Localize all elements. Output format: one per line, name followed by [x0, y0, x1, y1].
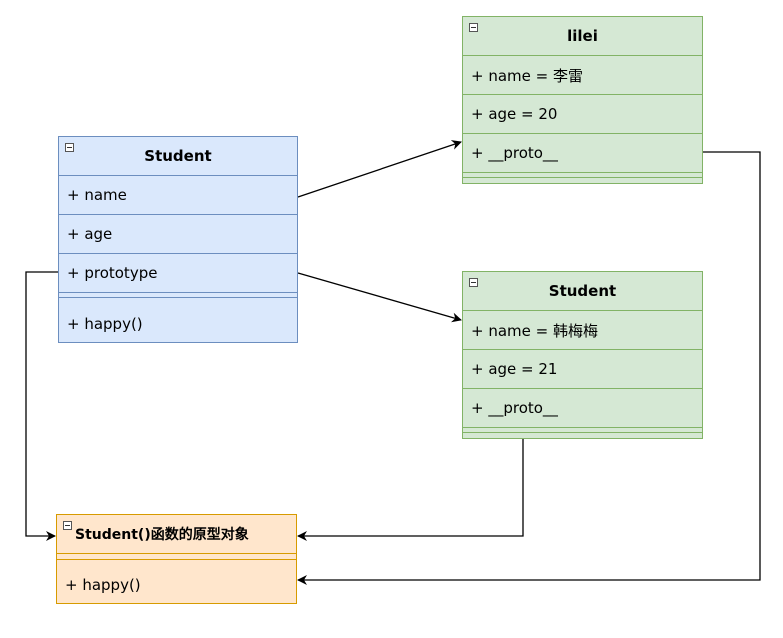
class-lilei[interactable]: lilei + name = 李雷 + age = 20 + __proto__	[462, 16, 703, 184]
divider	[463, 432, 702, 433]
edge-student-to-lilei	[297, 140, 462, 198]
attr-name: + name = 李雷	[463, 56, 702, 95]
collapse-icon[interactable]	[63, 521, 72, 530]
class-student[interactable]: Student + name + age + prototype + happy…	[58, 136, 298, 343]
attr-age: + age = 20	[463, 95, 702, 134]
divider	[59, 297, 297, 298]
class-student-instance-title: Student	[548, 282, 617, 300]
collapse-icon[interactable]	[469, 278, 478, 287]
class-student-header: Student	[59, 137, 297, 176]
edge-student-to-student2	[297, 272, 462, 323]
class-student-title: Student	[144, 147, 212, 165]
edge-prototype-to-proto	[25, 271, 58, 541]
class-lilei-title: lilei	[567, 27, 598, 45]
method-happy: + happy()	[65, 576, 141, 594]
class-student-instance[interactable]: Student + name = 韩梅梅 + age = 21 + __prot…	[462, 271, 703, 439]
attr-age: + age	[59, 215, 297, 254]
collapse-icon[interactable]	[65, 143, 74, 152]
edge-student2-proto-to-proto	[297, 438, 524, 541]
class-student-instance-header: Student	[463, 272, 702, 311]
method-happy: + happy()	[67, 314, 143, 333]
attr-proto: + __proto__	[463, 134, 702, 173]
divider	[57, 559, 296, 560]
attr-proto: + __proto__	[463, 389, 702, 428]
attr-age: + age = 21	[463, 350, 702, 389]
class-prototype-object-title: Student()函数的原型对象	[75, 527, 249, 543]
collapse-icon[interactable]	[469, 23, 478, 32]
class-lilei-header: lilei	[463, 17, 702, 56]
class-prototype-object[interactable]: Student()函数的原型对象 + happy()	[56, 514, 297, 604]
attr-name: + name = 韩梅梅	[463, 311, 702, 350]
class-prototype-object-header: Student()函数的原型对象	[57, 515, 296, 554]
divider	[463, 177, 702, 178]
edge-lilei-proto-to-proto	[297, 151, 761, 585]
attr-prototype: + prototype	[59, 254, 297, 293]
attr-name: + name	[59, 176, 297, 215]
